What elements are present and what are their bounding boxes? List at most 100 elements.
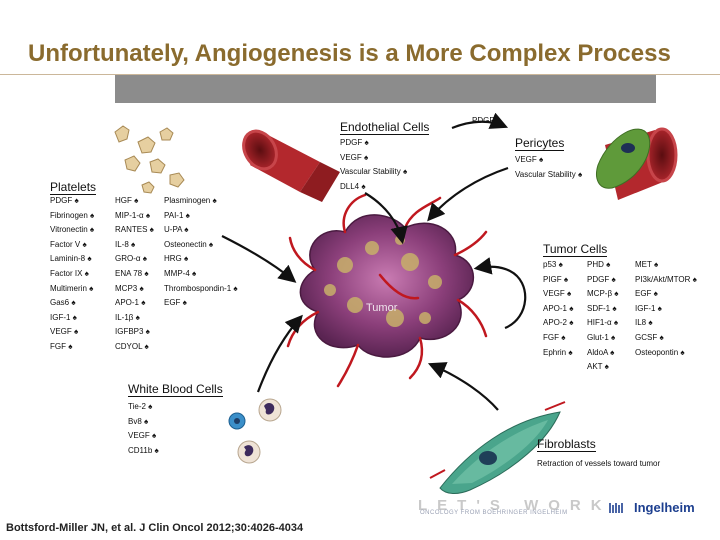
platelets-factor: MIP-1-α ♠ <box>115 210 151 220</box>
endothelial-list: PDGF ♠ VEGF ♠ Vascular Stability ♠ DLL4 … <box>340 136 407 194</box>
arrow-platelets-to-tumor <box>221 235 297 283</box>
arrow-fibroblast-to-tumor <box>427 362 499 411</box>
title-rule <box>0 74 720 75</box>
platelets-factor: Multimerin ♠ <box>50 283 94 293</box>
wbc-factor: VEGF ♠ <box>128 431 157 441</box>
watermark-subtext: ONCOLOGY FROM BOEHRINGER INGELHEIM <box>420 510 568 516</box>
endothelial-factor: Vascular Stability ♠ <box>340 167 408 177</box>
platelets-factor: IGFBP3 ♠ <box>115 327 150 337</box>
tumor-cells-factor: PHD ♠ <box>587 260 611 269</box>
platelets-factor: EGF ♠ <box>164 298 187 308</box>
endothelial-factor: VEGF ♠ <box>340 152 369 162</box>
platelets-factor: HRG ♠ <box>164 254 189 264</box>
tumor-cells-factor: EGF ♠ <box>635 289 658 299</box>
tumor-cells-factor: MET ♠ <box>635 260 659 269</box>
platelets-factor: Factor V ♠ <box>50 239 87 249</box>
tumor-cells-factor: HIF1-α ♠ <box>587 318 619 328</box>
tumor-cells-col2: PHD ♠ PDGF ♠ MCP-β ♠ SDF-1 ♠ HIF1-α ♠ Gl… <box>587 258 619 375</box>
platelets-factor: Vitronectin ♠ <box>50 225 95 235</box>
platelets-factor: PDGF ♠ <box>50 196 79 205</box>
platelets-label: Platelets <box>50 180 97 195</box>
brand-logo: Ingelheim <box>608 500 695 515</box>
platelets-factor: GRO-α ♠ <box>115 254 147 264</box>
platelets-factor: RANTES ♠ <box>115 225 154 235</box>
endothelial-factor: DLL4 ♠ <box>340 181 366 191</box>
platelets-image <box>114 125 185 194</box>
tumor-label: Tumor <box>366 302 398 314</box>
tumor-cells-factor: AKT ♠ <box>587 362 609 372</box>
endothelial-label: Endothelial Cells <box>340 120 430 135</box>
tumor-cells-factor: IL8 ♠ <box>635 318 653 328</box>
tumor-cells-factor: FGF ♠ <box>543 332 566 342</box>
pericytes-factor: VEGF ♠ <box>515 155 544 164</box>
tumor-cells-col1: p53 ♠ PIGF ♠ VEGF ♠ APO-1 ♠ APO-2 ♠ FGF … <box>543 258 573 360</box>
arrow-endothelial-to-pericytes <box>451 112 509 130</box>
platelets-col2: HGF ♠ MIP-1-α ♠ RANTES ♠ IL-8 ♠ GRO-α ♠ … <box>115 194 154 355</box>
platelets-factor: Osteonectin ♠ <box>164 239 214 249</box>
platelets-factor: VEGF ♠ <box>50 327 79 337</box>
platelets-factor: Plasminogen ♠ <box>164 196 217 205</box>
pericytes-label: Pericytes <box>515 136 565 151</box>
white-blood-cells-image <box>228 398 282 464</box>
tumor-image <box>286 193 488 388</box>
tumor-cells-factor: MCP-β ♠ <box>587 289 619 299</box>
platelets-factor: U-PA ♠ <box>164 225 189 235</box>
platelets-factor: FGF ♠ <box>50 341 73 351</box>
tumor-cells-factor: PI3k/Akt/MTOR ♠ <box>635 274 697 284</box>
endothelial-factor: PDGF ♠ <box>340 138 369 147</box>
fibroblasts-label: Fibroblasts <box>537 437 596 452</box>
arrow-wbc-to-tumor <box>256 314 303 393</box>
fibroblasts-description: Retraction of vessels toward tumor <box>537 459 661 468</box>
tumor-cells-factor: IGF-1 ♠ <box>635 303 662 313</box>
slide-title: Unfortunately, Angiogenesis is a More Co… <box>28 40 671 67</box>
platelets-factor: Thrombospondin-1 ♠ <box>164 283 238 293</box>
platelets-factor: Fibrinogen ♠ <box>50 210 95 220</box>
platelets-factor: PAI-1 ♠ <box>164 210 190 220</box>
arrow-tumor-cells-feedback <box>473 257 527 330</box>
wbc-factor: Bv8 ♠ <box>128 416 149 426</box>
white-blood-cells-list: Tie-2 ♠ Bv8 ♠ VEGF ♠ CD11b ♠ <box>128 400 159 458</box>
platelets-factor: IL-1β ♠ <box>115 312 140 322</box>
fibroblast-image <box>429 401 566 494</box>
pericytes-factor: Vascular Stability ♠ <box>515 169 583 179</box>
platelets-col1: PDGF ♠ Fibrinogen ♠ Vitronectin ♠ Factor… <box>50 194 94 355</box>
platelets-factor: MCP3 ♠ <box>115 283 144 293</box>
platelets-factor: IGF-1 ♠ <box>50 312 77 322</box>
vessel-image <box>242 129 340 202</box>
brand-name: Ingelheim <box>634 500 695 515</box>
tumor-cells-col3: MET ♠ PI3k/Akt/MTOR ♠ EGF ♠ IGF-1 ♠ IL8 … <box>635 258 697 360</box>
platelets-col3: Plasminogen ♠ PAI-1 ♠ U-PA ♠ Osteonectin… <box>164 194 238 311</box>
pericyte-image <box>596 127 678 200</box>
platelets-factor: MMP-4 ♠ <box>164 268 197 278</box>
pdgf-arrow-label: PDGF <box>472 116 495 125</box>
citation: Bottsford-Miller JN, et al. J Clin Oncol… <box>6 522 304 534</box>
tumor-cells-factor: APO-1 ♠ <box>543 303 574 313</box>
white-blood-cells-label: White Blood Cells <box>128 382 223 397</box>
tumor-cells-label: Tumor Cells <box>543 242 608 257</box>
brand-icon <box>609 502 623 513</box>
wbc-factor: Tie-2 ♠ <box>128 402 153 411</box>
arrow-pericytes-to-tumor <box>427 166 509 222</box>
pericytes-list: VEGF ♠ Vascular Stability ♠ <box>515 153 582 182</box>
platelets-factor: Factor IX ♠ <box>50 268 89 278</box>
header-bar <box>115 75 656 103</box>
tumor-cells-factor: p53 ♠ <box>543 260 563 269</box>
wbc-factor: CD11b ♠ <box>128 445 159 455</box>
watermark-text: LET'S WORK <box>418 497 612 514</box>
tumor-cells-factor: Glut-1 ♠ <box>587 332 616 342</box>
platelets-factor: IL-8 ♠ <box>115 239 136 249</box>
tumor-cells-factor: Osteopontin ♠ <box>635 347 685 357</box>
tumor-cells-factor: APO-2 ♠ <box>543 318 574 328</box>
platelets-factor: Gas6 ♠ <box>50 298 76 308</box>
tumor-cells-factor: AldoA ♠ <box>587 347 615 357</box>
tumor-cells-factor: PDGF ♠ <box>587 274 616 284</box>
tumor-cells-factor: GCSF ♠ <box>635 332 664 342</box>
platelets-factor: HGF ♠ <box>115 196 139 205</box>
arrow-endothelial-to-tumor <box>364 192 408 245</box>
platelets-factor: Laminin-8 ♠ <box>50 254 92 264</box>
tumor-cells-factor: Ephrin ♠ <box>543 347 573 357</box>
tumor-cells-factor: VEGF ♠ <box>543 289 572 299</box>
platelets-factor: APO-1 ♠ <box>115 298 146 308</box>
platelets-factor: ENA 78 ♠ <box>115 268 149 278</box>
